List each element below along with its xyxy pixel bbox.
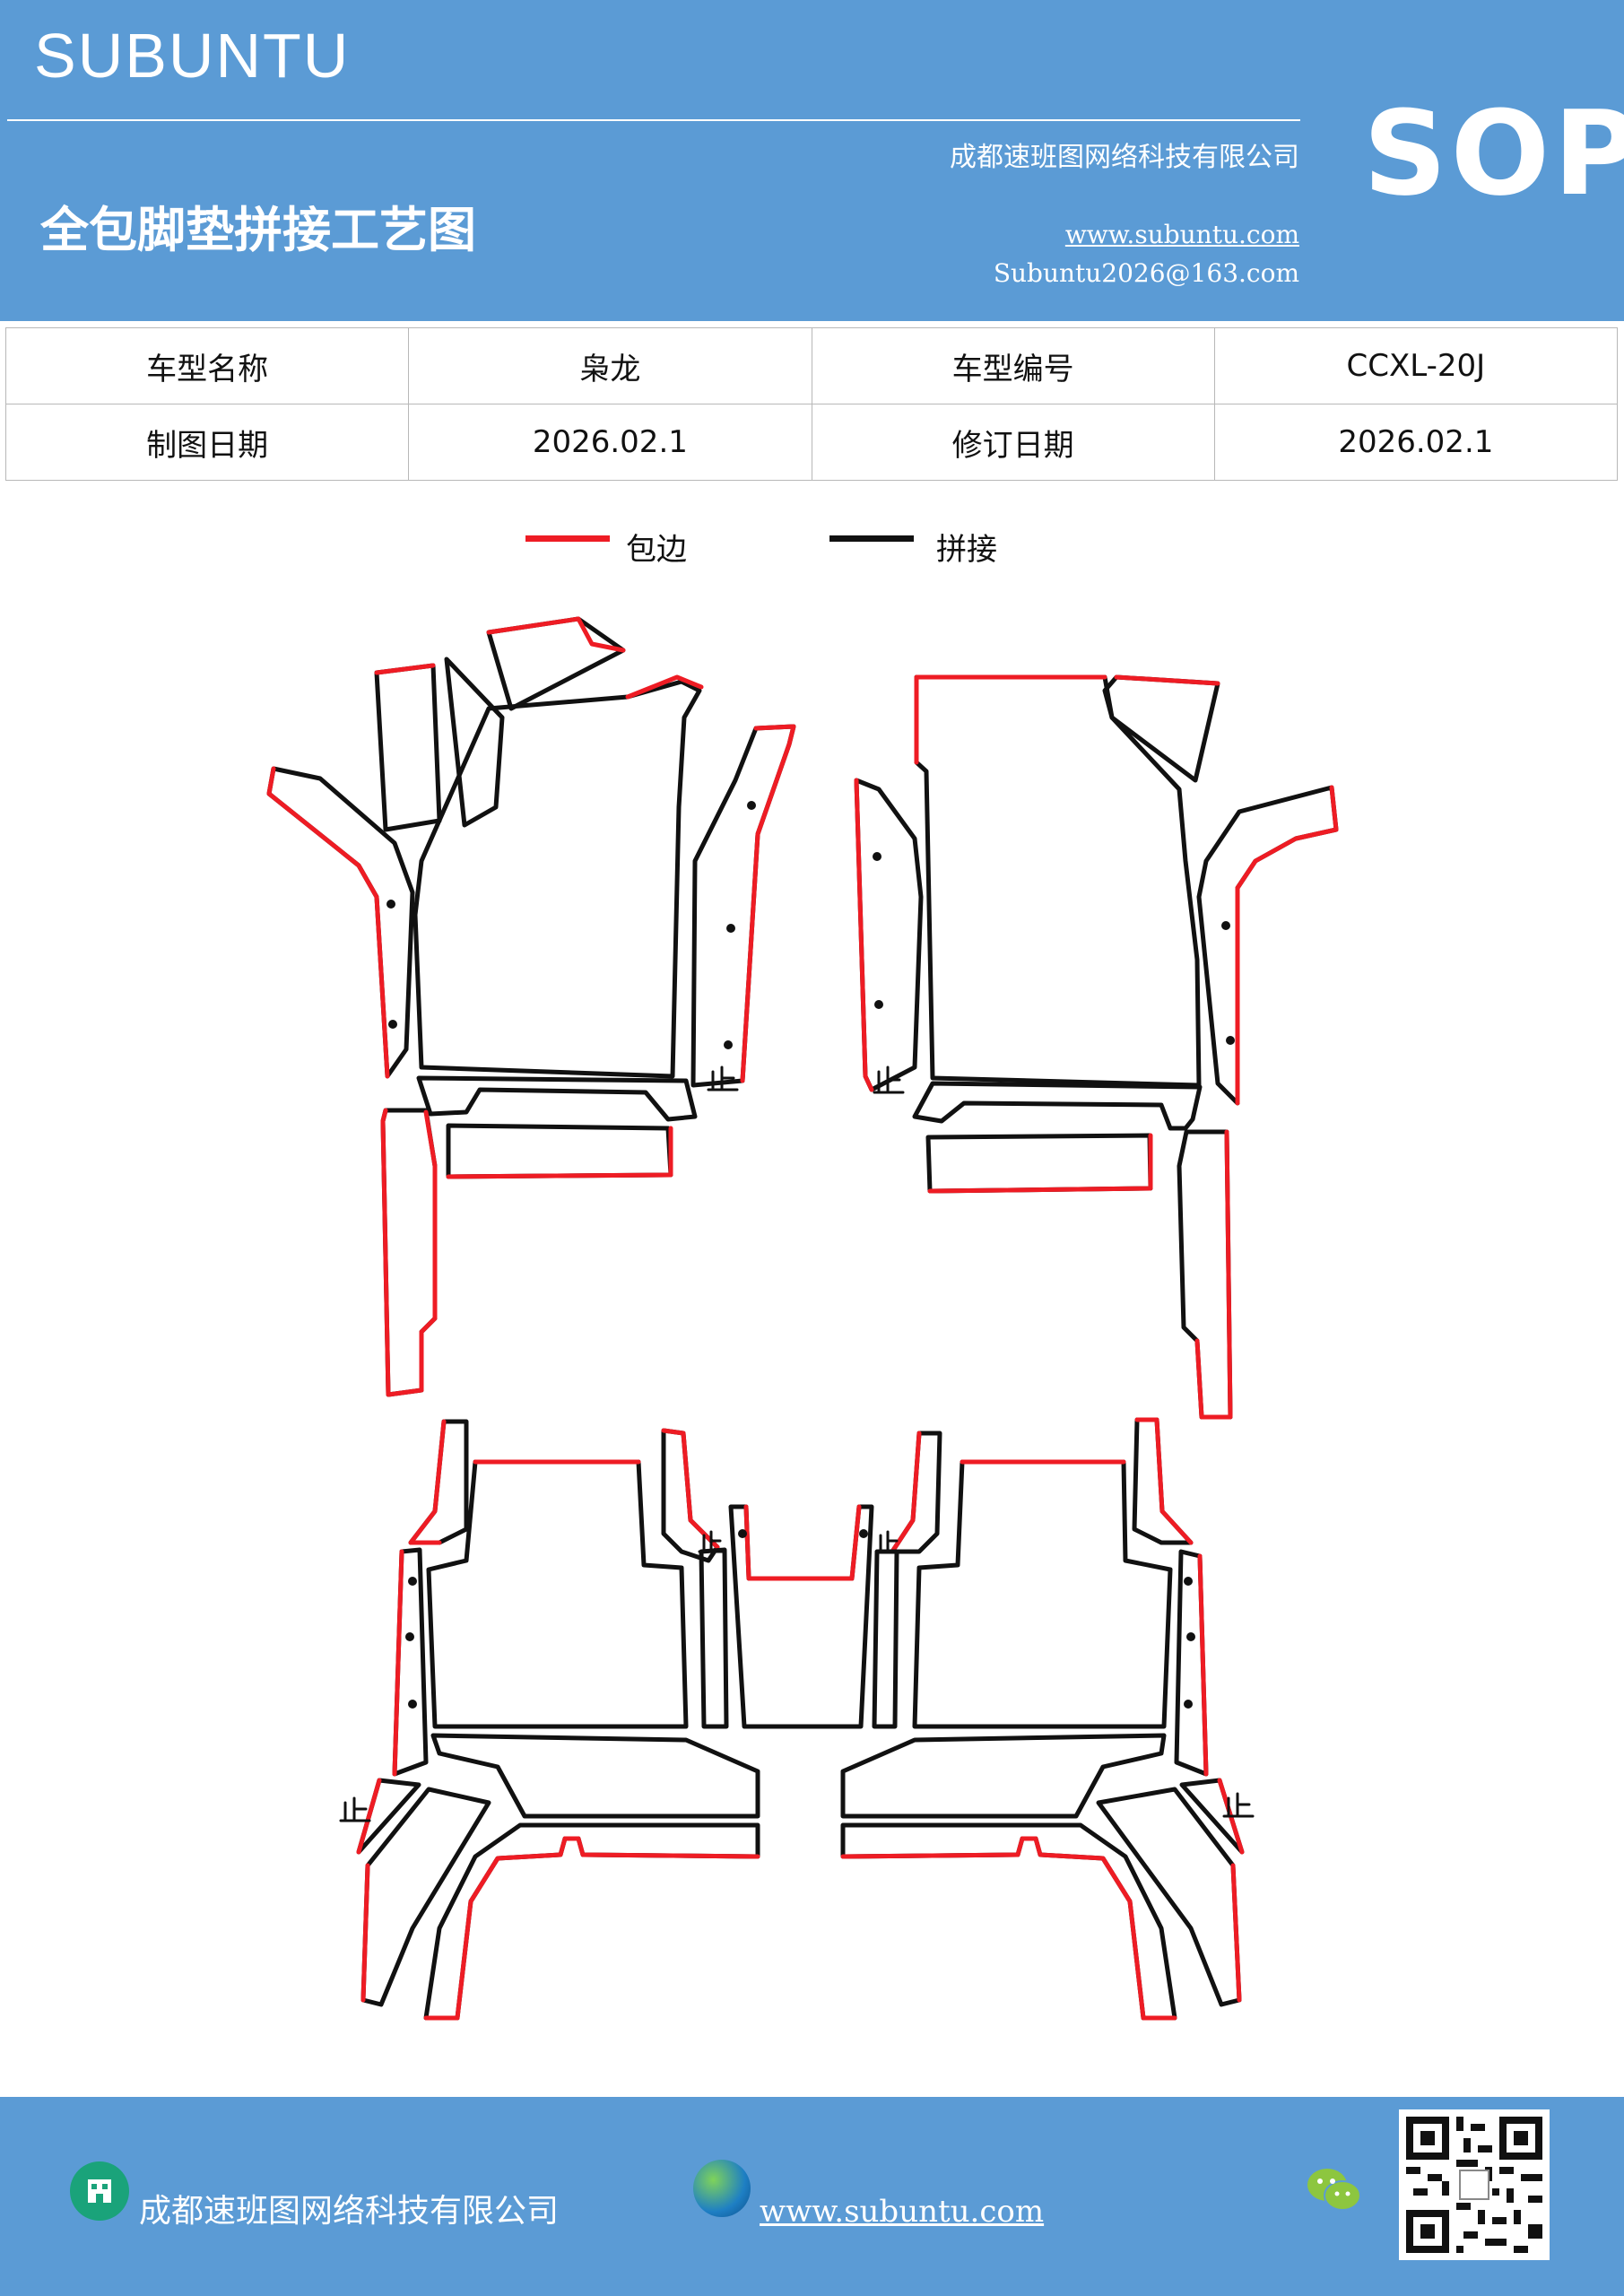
rear-right-mat: [840, 1417, 1245, 2021]
header-company: 成都速班图网络科技有限公司: [950, 142, 1299, 173]
front-left-mat: [266, 616, 796, 1397]
header-email[interactable]: Subuntu2026@163.com: [993, 258, 1299, 288]
legend-edge-swatch: [525, 535, 610, 542]
globe-icon: [693, 2160, 751, 2217]
label-model-code: 车型编号: [811, 327, 1215, 404]
label-model-name: 车型名称: [4, 327, 410, 404]
brand-name: SUBUNTU: [34, 21, 351, 91]
label-revise-date: 修订日期: [811, 404, 1215, 481]
label-draw-date: 制图日期: [4, 404, 410, 481]
header-banner: [0, 0, 1624, 321]
legend-edge-label: 包边: [626, 532, 687, 568]
footer-company: 成都速班图网络科技有限公司: [139, 2193, 560, 2230]
value-revise-date: 2026.02.1: [1213, 404, 1619, 481]
stop-marks: [339, 1065, 1255, 1822]
legend-seam-swatch: [829, 535, 914, 542]
rear-left-mat: [356, 1419, 874, 2021]
table-row: 车型名称 枭龙 车型编号 CCXL-20J: [4, 327, 1619, 404]
building-icon: [70, 2161, 129, 2221]
value-model-code: CCXL-20J: [1213, 327, 1619, 404]
front-right-mat: [854, 674, 1339, 1420]
footer-url[interactable]: www.subuntu.com: [760, 2194, 1045, 2230]
info-table: 车型名称 枭龙 车型编号 CCXL-20J 制图日期 2026.02.1 修订日…: [4, 327, 1619, 481]
wechat-icon[interactable]: [1305, 2163, 1364, 2217]
value-draw-date: 2026.02.1: [408, 404, 812, 481]
floor-mat-diagram: [266, 616, 1339, 2021]
table-row: 制图日期 2026.02.1 修订日期 2026.02.1: [4, 404, 1619, 481]
fastener-dots: [386, 801, 1235, 1709]
value-model-name: 枭龙: [408, 327, 812, 404]
legend-seam-label: 拼接: [936, 532, 997, 568]
qr-code: [1399, 2109, 1550, 2260]
header-url[interactable]: www.subuntu.com: [1064, 220, 1299, 249]
header-divider: [7, 119, 1300, 121]
sop-badge: SOP: [1363, 85, 1624, 222]
doc-title: 全包脚垫拼接工艺图: [40, 201, 476, 258]
